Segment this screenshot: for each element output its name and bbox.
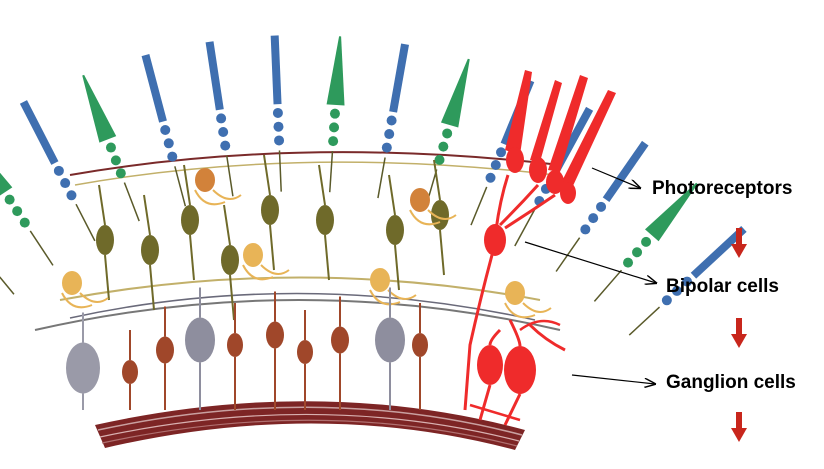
flow-arrow-down-3 bbox=[731, 412, 747, 442]
flow-arrow-down-1 bbox=[731, 228, 747, 258]
bipolar-cells-pointer-arrow bbox=[525, 242, 656, 283]
photoreceptors-pointer-arrow bbox=[592, 168, 640, 188]
ganglion-cells-pointer-arrow bbox=[572, 375, 655, 384]
flow-arrow-down-2 bbox=[731, 318, 747, 348]
